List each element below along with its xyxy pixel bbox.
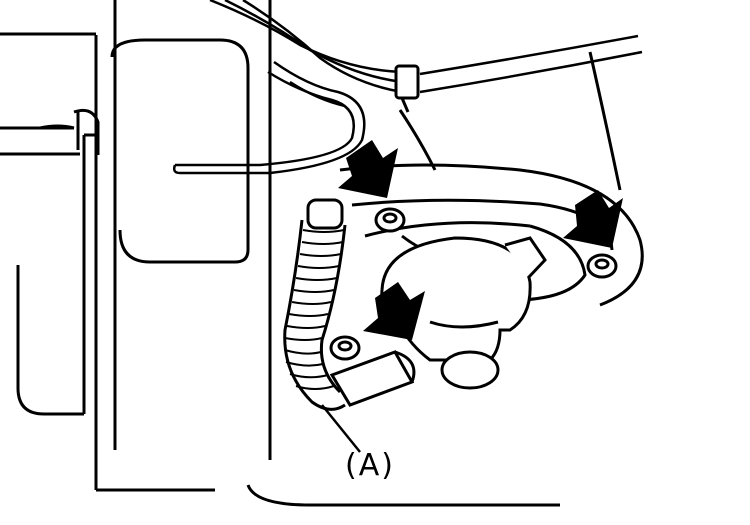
hose-ribs <box>284 229 345 390</box>
callout-leader <box>321 404 361 453</box>
motor-connector <box>329 350 416 407</box>
arrow-icon <box>563 190 623 248</box>
arrow-icon <box>363 282 425 340</box>
harness-clamp <box>394 64 420 113</box>
bolt-icon <box>586 253 618 279</box>
hose-cap <box>306 198 344 230</box>
wiring-harness <box>172 0 643 175</box>
housing-outline <box>0 0 560 507</box>
bolt-icon <box>374 207 406 233</box>
blower-motor <box>380 236 547 390</box>
bolt-icon <box>329 335 361 361</box>
callout-a-label: (A) <box>345 448 395 483</box>
arrow-icon <box>338 140 398 198</box>
